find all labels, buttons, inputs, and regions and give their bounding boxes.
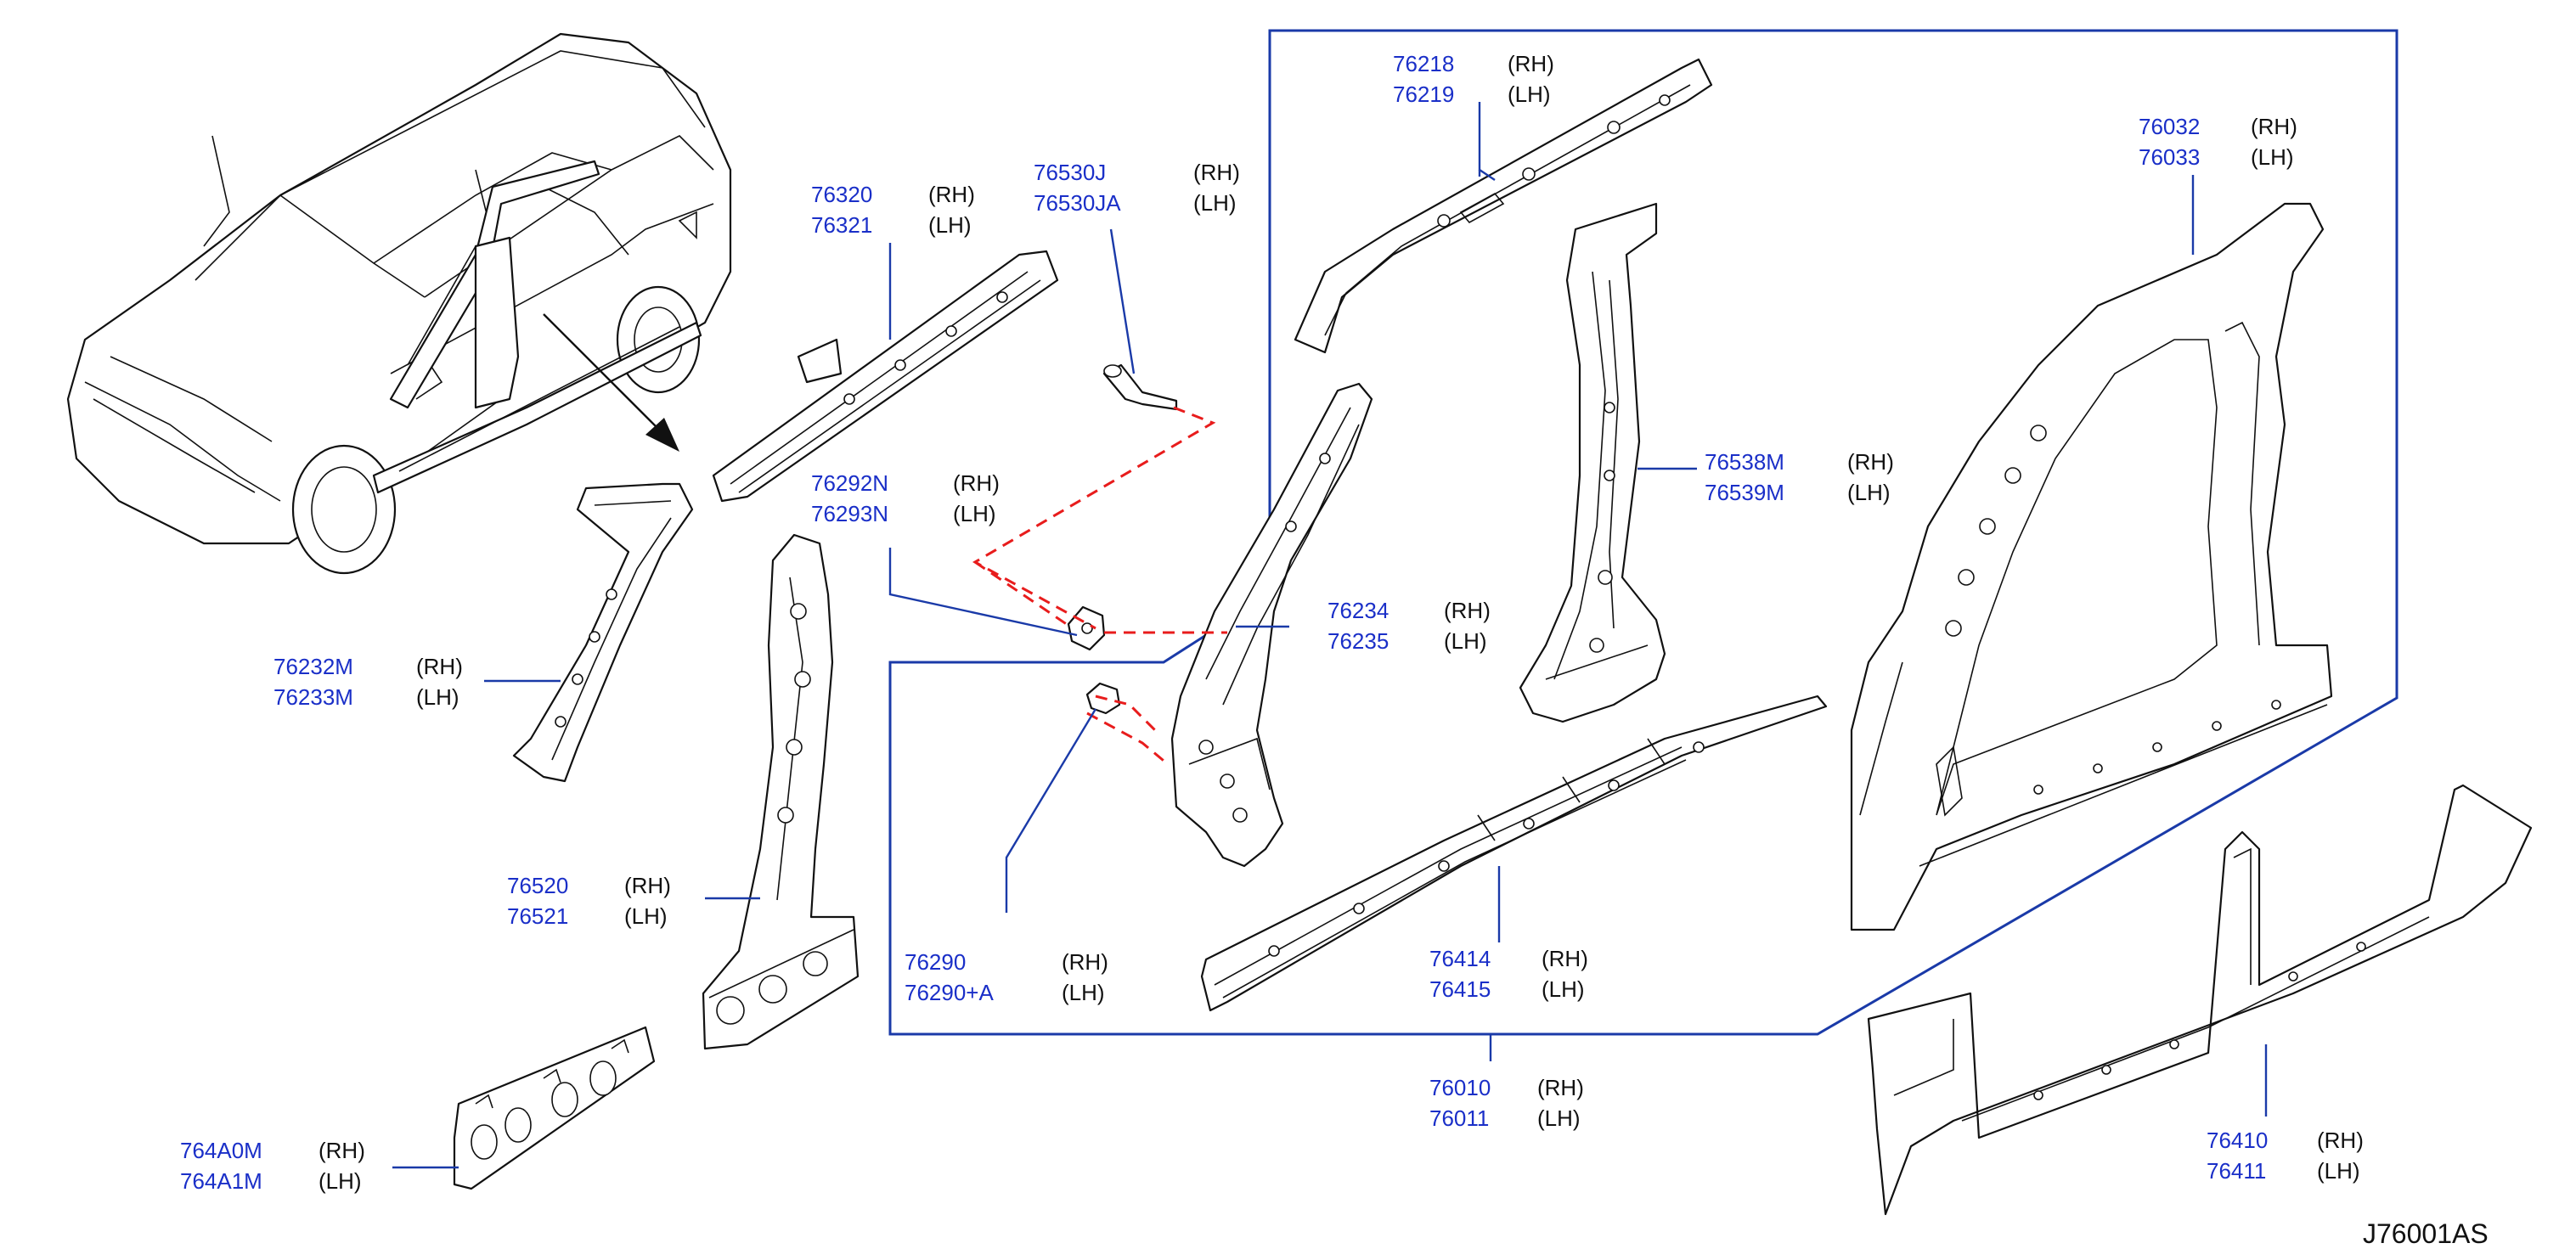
leader-lines (392, 102, 2268, 1169)
part-number-76232M: 76232M (273, 654, 353, 679)
side-label: (LH) (1537, 1105, 1581, 1131)
part-number-76033: 76033 (2139, 144, 2200, 170)
part-number-76235: 76235 (1327, 628, 1389, 654)
side-label: (LH) (1193, 190, 1237, 216)
part-76292N-clip (1067, 605, 1106, 651)
side-label: (RH) (1508, 51, 1554, 76)
side-label: (RH) (2251, 114, 2297, 139)
side-label: (LH) (1444, 628, 1487, 654)
part-number-76520: 76520 (507, 873, 568, 898)
side-label: (RH) (624, 873, 671, 898)
part-76410-sill-outer (1867, 784, 2533, 1216)
part-number-76218: 76218 (1393, 51, 1454, 76)
side-label: (LH) (1542, 976, 1585, 1002)
part-76234-hinge-pillar (1170, 382, 1373, 868)
part-number-76010: 76010 (1429, 1075, 1491, 1100)
side-label: (LH) (2317, 1158, 2360, 1184)
direction-arrow (543, 313, 679, 452)
part-number-76234: 76234 (1327, 598, 1389, 623)
callout-76410: 76410 (RH) 76411 (LH) (2207, 1128, 2364, 1184)
part-number-764A0M: 764A0M (180, 1138, 262, 1163)
side-label: (RH) (1444, 598, 1491, 623)
side-label: (RH) (1542, 946, 1588, 971)
side-label: (RH) (1193, 160, 1240, 185)
side-label: (RH) (416, 654, 463, 679)
side-label: (LH) (928, 212, 972, 238)
callout-76234: 76234 (RH) 76235 (LH) (1327, 598, 1491, 654)
side-label: (RH) (928, 182, 975, 207)
part-number-76219: 76219 (1393, 82, 1454, 107)
part-76218-roof-rail-rear (1294, 58, 1713, 354)
part-number-76415: 76415 (1429, 976, 1491, 1002)
side-label: (LH) (1508, 82, 1551, 107)
callout-76290: 76290 (RH) 76290+A (LH) (905, 949, 1108, 1005)
part-number-76321: 76321 (811, 212, 872, 238)
part-number-76521: 76521 (507, 903, 568, 929)
part-number-76292N: 76292N (811, 470, 888, 496)
callout-76320: 76320 (RH) 76321 (LH) (811, 182, 975, 238)
part-number-76530J: 76530J (1034, 160, 1106, 185)
side-label: (RH) (2317, 1128, 2364, 1153)
side-label: (LH) (953, 501, 996, 526)
part-number-76233M: 76233M (273, 684, 353, 710)
side-label: (LH) (1062, 980, 1105, 1005)
part-76032-body-side-outer (1850, 202, 2333, 931)
callout-76414: 76414 (RH) 76415 (LH) (1429, 946, 1588, 1002)
part-number-76414: 76414 (1429, 946, 1491, 971)
drawing-code: J76001AS (2363, 1218, 2489, 1249)
callout-76232M: 76232M (RH) 76233M (LH) (273, 654, 463, 710)
part-number-76411: 76411 (2207, 1158, 2266, 1184)
callout-76218: 76218 (RH) 76219 (LH) (1393, 51, 1554, 107)
callout-76010: 76010 (RH) 76011 (LH) (1429, 1075, 1584, 1131)
side-label: (RH) (1537, 1075, 1584, 1100)
side-label: (LH) (416, 684, 459, 710)
part-number-76320: 76320 (811, 182, 872, 207)
side-label: (RH) (318, 1138, 365, 1163)
callout-76292N: 76292N (RH) 76293N (LH) (811, 470, 1000, 526)
part-764A0M-reinforcement (453, 1026, 656, 1190)
side-label: (RH) (1847, 449, 1894, 475)
side-label: (LH) (318, 1168, 362, 1194)
callout-76520: 76520 (RH) 76521 (LH) (507, 873, 671, 929)
part-number-76539M: 76539M (1705, 480, 1784, 505)
side-label: (RH) (953, 470, 1000, 496)
callout-76530J: 76530J (RH) 76530JA (LH) (1034, 160, 1240, 216)
part-number-76538M: 76538M (1705, 449, 1784, 475)
part-number-76410: 76410 (2207, 1128, 2268, 1153)
part-number-76290: 76290 (905, 949, 966, 975)
callout-76032: 76032 (RH) 76033 (LH) (2139, 114, 2297, 170)
callout-764A0M: 764A0M (RH) 764A1M (LH) (180, 1138, 365, 1194)
part-number-76011: 76011 (1429, 1105, 1489, 1131)
part-number-76293N: 76293N (811, 501, 888, 526)
part-76538M-center-pillar (1519, 202, 1666, 723)
side-label: (RH) (1062, 949, 1108, 975)
part-number-76290A: 76290+A (905, 980, 994, 1005)
side-label: (LH) (2251, 144, 2294, 170)
callout-76538M: 76538M (RH) 76539M (LH) (1705, 449, 1894, 505)
side-label: (LH) (1847, 480, 1891, 505)
part-76320-roof-rail-front (712, 250, 1059, 503)
part-number-764A1M: 764A1M (180, 1168, 262, 1194)
side-label: (LH) (624, 903, 668, 929)
part-76232M-front-pillar-upper (512, 482, 694, 783)
part-number-76032: 76032 (2139, 114, 2200, 139)
part-76530J-bolt (1102, 363, 1178, 411)
part-number-76530JA: 76530JA (1034, 190, 1121, 216)
dashed-connectors (972, 406, 1227, 766)
part-76414-sill-inner (1200, 695, 1828, 1012)
vehicle-illustration (66, 32, 732, 575)
part-76520-front-pillar-lower (702, 533, 860, 1050)
